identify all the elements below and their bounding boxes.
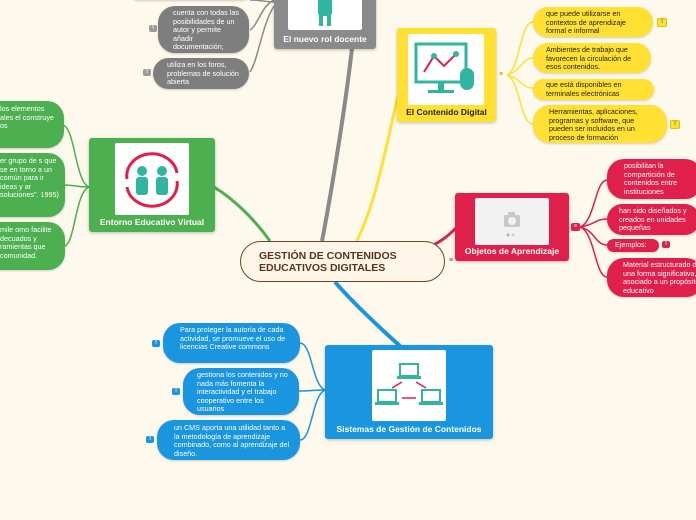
topic-title: El Contenido Digital (406, 107, 487, 117)
connector-icon[interactable]: ≡ (499, 71, 504, 78)
note-icon[interactable]: ! (143, 69, 151, 76)
topic-title: Entorno Educativo Virtual (99, 217, 205, 227)
topic-nuevo-rol-docente[interactable]: El nuevo rol docente (274, 0, 376, 49)
list-item[interactable]: gestiona los contenidos y no nada más fo… (183, 368, 299, 415)
list-item-text: mile omo facilite decuados y ramientas q… (0, 225, 52, 260)
topic-sistemas-gestion-contenidos[interactable]: Sistemas de Gestión de Contenidos (325, 345, 493, 439)
list-item[interactable]: Ejemplos: (607, 239, 659, 252)
people-cycle-icon (115, 143, 189, 215)
list-item-text: Para proteger la autoría de cada activid… (180, 325, 286, 352)
list-item[interactable]: los elementos ales el construye os (0, 101, 64, 148)
list-item-text: er grupo de s que se en torno a un común… (0, 156, 59, 200)
list-item-text: utiliza en los foros, problemas de soluc… (167, 60, 239, 87)
camera-placeholder-icon (475, 198, 549, 245)
list-item[interactable]: utiliza en los foros, problemas de soluc… (153, 58, 249, 89)
note-icon[interactable]: ! (670, 120, 680, 129)
topic-objetos-aprendizaje[interactable]: Objetos de Aprendizaje (455, 193, 569, 261)
list-item-text: Material estructurado de una forma signi… (623, 260, 696, 295)
list-item[interactable]: que puede utilizarse en contextos de apr… (533, 7, 653, 37)
list-item-text: posibilitan la compartición de contenido… (624, 161, 678, 196)
note-icon[interactable]: ! (172, 388, 180, 395)
list-item[interactable]: mile omo facilite decuados y ramientas q… (0, 222, 65, 270)
list-item[interactable]: Herramientas, aplicaciones, programas y … (533, 105, 667, 143)
teacher-icon (288, 0, 362, 30)
list-item-text: un CMS aporta una utilidad tanto a la me… (174, 423, 290, 458)
list-item-text: cuenta con todas las posibilidades de un… (173, 8, 239, 52)
list-item-text: Herramientas, aplicaciones, programas y … (549, 107, 638, 142)
topic-title: Sistemas de Gestión de Contenidos (336, 424, 482, 434)
topic-title: Objetos de Aprendizaje (464, 246, 560, 256)
list-item[interactable]: Ambientes de trabajo que favorecen la ci… (533, 43, 651, 73)
list-item[interactable]: er grupo de s que se en torno a un común… (0, 153, 65, 217)
central-connector-icon[interactable]: ≡ (449, 257, 454, 264)
list-item-text: han sido diseñados y creados en unidades… (619, 206, 687, 233)
list-item[interactable]: cuenta con todas las posibilidades de un… (158, 6, 249, 53)
note-icon[interactable]: ! (662, 241, 670, 248)
list-item[interactable]: un CMS aporta una utilidad tanto a la me… (157, 420, 300, 460)
topic-contenido-digital[interactable]: El Contenido Digital (397, 28, 496, 122)
note-icon[interactable]: ! (152, 340, 160, 347)
list-item[interactable]: Material estructurado de una forma signi… (607, 258, 696, 297)
list-item-text: que puede utilizarse en contextos de apr… (546, 9, 626, 36)
computer-network-icon (372, 350, 446, 421)
digital-content-icon (408, 34, 484, 105)
note-icon[interactable]: ! (657, 18, 667, 27)
note-icon[interactable]: ! (149, 25, 157, 32)
central-topic[interactable]: GESTIÓN DE CONTENIDOS EDUCATIVOS DIGITAL… (240, 241, 445, 282)
topic-entorno-educativo-virtual[interactable]: Entorno Educativo Virtual (89, 138, 215, 232)
list-item-text: Ambientes de trabajo que favorecen la ci… (546, 45, 632, 72)
list-item-text: los elementos ales el construye os (0, 104, 54, 131)
connector-icon[interactable]: ≡ (571, 223, 580, 231)
list-item-text: Ejemplos: (615, 240, 647, 249)
list-item[interactable]: que está disponibles en terminales elect… (533, 79, 654, 100)
note-icon[interactable]: ! (146, 436, 154, 443)
list-item-text: que está disponibles en terminales elect… (546, 80, 622, 98)
list-item[interactable]: Para proteger la autoría de cada activid… (163, 323, 300, 363)
list-item[interactable]: posibilitan la compartición de contenido… (607, 159, 696, 199)
list-item[interactable]: han sido diseñados y creados en unidades… (607, 204, 696, 235)
topic-title: El nuevo rol docente (283, 34, 367, 44)
list-item-text: gestiona los contenidos y no nada más fo… (197, 370, 288, 414)
central-topic-title: GESTIÓN DE CONTENIDOS EDUCATIVOS DIGITAL… (259, 250, 397, 274)
